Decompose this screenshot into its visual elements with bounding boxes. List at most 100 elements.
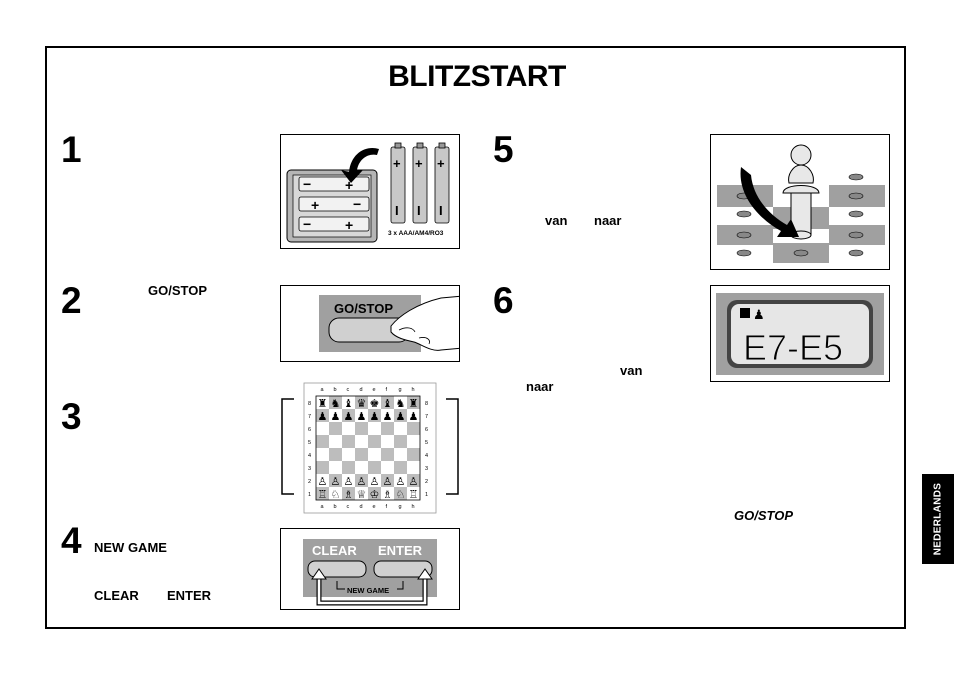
chess-piece-icon: ♙ [357, 476, 367, 488]
board-file-label: b [334, 387, 337, 393]
chess-piece-icon: ♙ [331, 476, 341, 488]
chess-piece-icon: ♗ [383, 489, 393, 501]
board-square [342, 474, 355, 487]
board-square [407, 422, 420, 435]
board-square [355, 435, 368, 448]
board-file-label: g [399, 504, 402, 510]
board-square [329, 422, 342, 435]
board-file-label: f [386, 504, 388, 510]
svg-text:I: I [395, 203, 399, 218]
board-square [407, 474, 420, 487]
board-square [394, 448, 407, 461]
chess-piece-icon: ♟ [331, 411, 341, 423]
step-number-2: 2 [61, 280, 82, 321]
board-square [329, 474, 342, 487]
board-square [355, 487, 368, 500]
board-square [381, 422, 394, 435]
board-square [368, 422, 381, 435]
chess-piece-icon: ♗ [344, 489, 354, 501]
board-rank-label: 7 [425, 414, 428, 420]
chess-piece-icon: ♖ [318, 489, 328, 501]
board-square [355, 396, 368, 409]
board-file-label: c [347, 504, 350, 510]
board-rank-label: 4 [308, 453, 311, 459]
chess-piece-icon: ♝ [383, 398, 393, 410]
chess-piece-icon: ♟ [383, 411, 393, 423]
svg-text:+: + [345, 217, 353, 233]
board-file-label: d [360, 504, 363, 510]
board-square [342, 396, 355, 409]
svg-text:+: + [345, 177, 353, 193]
chess-piece-icon: ♟ [409, 411, 419, 423]
step-number-6: 6 [493, 280, 514, 321]
board-rank-label: 5 [425, 440, 428, 446]
svg-text:+: + [311, 197, 319, 213]
step5-van-text: van [545, 213, 568, 228]
chess-piece-icon: ♞ [331, 398, 341, 410]
board-square [407, 487, 420, 500]
board-rank-label: 1 [308, 492, 311, 498]
svg-text:+: + [393, 156, 401, 171]
board-square [329, 461, 342, 474]
board-square [407, 435, 420, 448]
board-square [316, 487, 329, 500]
board-square [394, 435, 407, 448]
board-square [407, 396, 420, 409]
board-square [342, 487, 355, 500]
pawn-move-illustration [710, 134, 890, 270]
lcd-drawing: ♟ E7-E5 [716, 293, 884, 375]
new-game-drawing: CLEAR ENTER NEW GAME [303, 539, 437, 606]
chess-piece-icon: ♞ [396, 398, 406, 410]
svg-text:−: − [303, 216, 311, 232]
board-square [316, 422, 329, 435]
board-rank-label: 6 [308, 427, 311, 433]
chess-piece-icon: ♙ [344, 476, 354, 488]
board-square [381, 448, 394, 461]
board-square [394, 422, 407, 435]
svg-text:+: + [437, 156, 445, 171]
new-game-caption: NEW GAME [347, 586, 389, 595]
board-square [381, 487, 394, 500]
chess-piece-icon: ♜ [318, 398, 328, 410]
step6-van-text: van [620, 363, 643, 378]
board-square [329, 409, 342, 422]
go-stop-illustration: GO/STOP [280, 285, 464, 362]
board-file-label: a [321, 387, 325, 393]
board-file-label: b [334, 504, 337, 510]
board-square [329, 448, 342, 461]
board-square [407, 461, 420, 474]
language-tab: NEDERLANDS [922, 474, 954, 564]
board-file-label: e [373, 387, 376, 393]
board-squares [316, 396, 420, 500]
chess-piece-icon: ♟ [396, 411, 406, 423]
step2-go-stop-text: GO/STOP [148, 283, 207, 298]
board-rank-label: 8 [425, 401, 428, 407]
chess-piece-icon: ♙ [370, 476, 380, 488]
board-square [329, 487, 342, 500]
board-rank-label: 6 [425, 427, 428, 433]
board-file-label: d [360, 387, 363, 393]
board-square [368, 435, 381, 448]
chess-piece-icon: ♟ [357, 411, 367, 423]
svg-text:I: I [417, 203, 421, 218]
board-square [355, 422, 368, 435]
board-rank-label: 1 [425, 492, 428, 498]
board-rank-label: 3 [425, 466, 428, 472]
board-file-label: a [321, 504, 325, 510]
chess-piece-icon: ♘ [396, 489, 406, 501]
new-game-illustration: CLEAR ENTER NEW GAME [280, 528, 460, 610]
chess-piece-icon: ♙ [318, 476, 328, 488]
board-square [381, 461, 394, 474]
board-file-label: e [373, 504, 376, 510]
board-square [342, 409, 355, 422]
board-square [355, 409, 368, 422]
board-square [342, 448, 355, 461]
chess-piece-icon: ♕ [357, 489, 367, 501]
board-square [394, 474, 407, 487]
battery-caption: 3 x AAA/AM4/RO3 [388, 230, 444, 237]
board-square [355, 448, 368, 461]
